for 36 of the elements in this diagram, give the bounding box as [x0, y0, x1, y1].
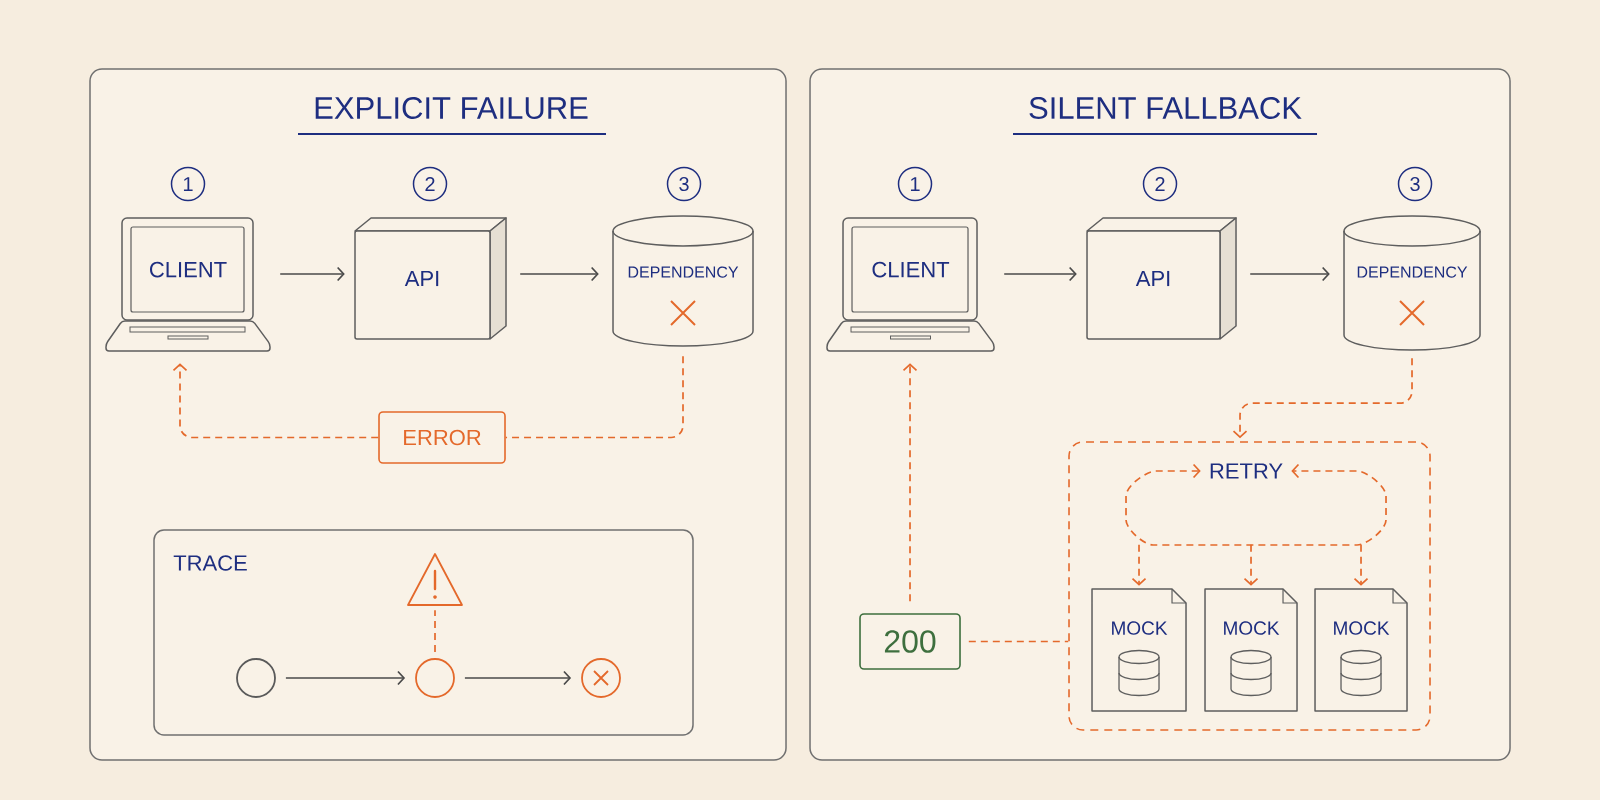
database-cylinder: DEPENDENCY	[1343, 215, 1481, 351]
dashed-arrow	[172, 363, 380, 439]
callout-number: 2	[412, 166, 448, 202]
status-tag: 200	[859, 613, 961, 670]
callout-number: 2	[1142, 166, 1178, 202]
dashed-arrow	[1353, 543, 1369, 586]
loop-label: RETRY	[1210, 463, 1283, 479]
dashed-group-box	[1068, 441, 1431, 731]
panel-title: SILENT FALLBACK	[1029, 97, 1302, 119]
callout-number: 1	[170, 166, 206, 202]
error-tag: ERROR	[378, 411, 506, 464]
circled-cross-icon	[581, 658, 621, 698]
server-box: API	[354, 217, 507, 340]
dashed-arrow	[1131, 543, 1147, 586]
dashed-line	[967, 640, 1070, 643]
dashed-line	[434, 609, 436, 653]
arrow	[519, 266, 599, 282]
panel-heading: TRACE	[173, 555, 247, 571]
panel-title: EXPLICIT FAILURE	[315, 97, 588, 119]
laptop: CLIENT	[826, 217, 995, 352]
callout-number: 3	[666, 166, 702, 202]
callout-number: 1	[897, 166, 933, 202]
callout-number: 3	[1397, 166, 1433, 202]
dashed-arrow	[902, 363, 918, 603]
arrow	[464, 670, 572, 686]
server-box: API	[1086, 217, 1237, 340]
circle-marker	[415, 658, 455, 698]
arrow	[285, 670, 406, 686]
dashed-line	[504, 355, 684, 439]
circle-marker	[236, 658, 276, 698]
database-cylinder: DEPENDENCY	[612, 215, 754, 347]
dashed-arrow	[1232, 357, 1413, 439]
arrow	[1249, 266, 1330, 282]
warning-icon	[407, 553, 463, 606]
arrow	[1003, 266, 1077, 282]
laptop: CLIENT	[105, 217, 271, 352]
